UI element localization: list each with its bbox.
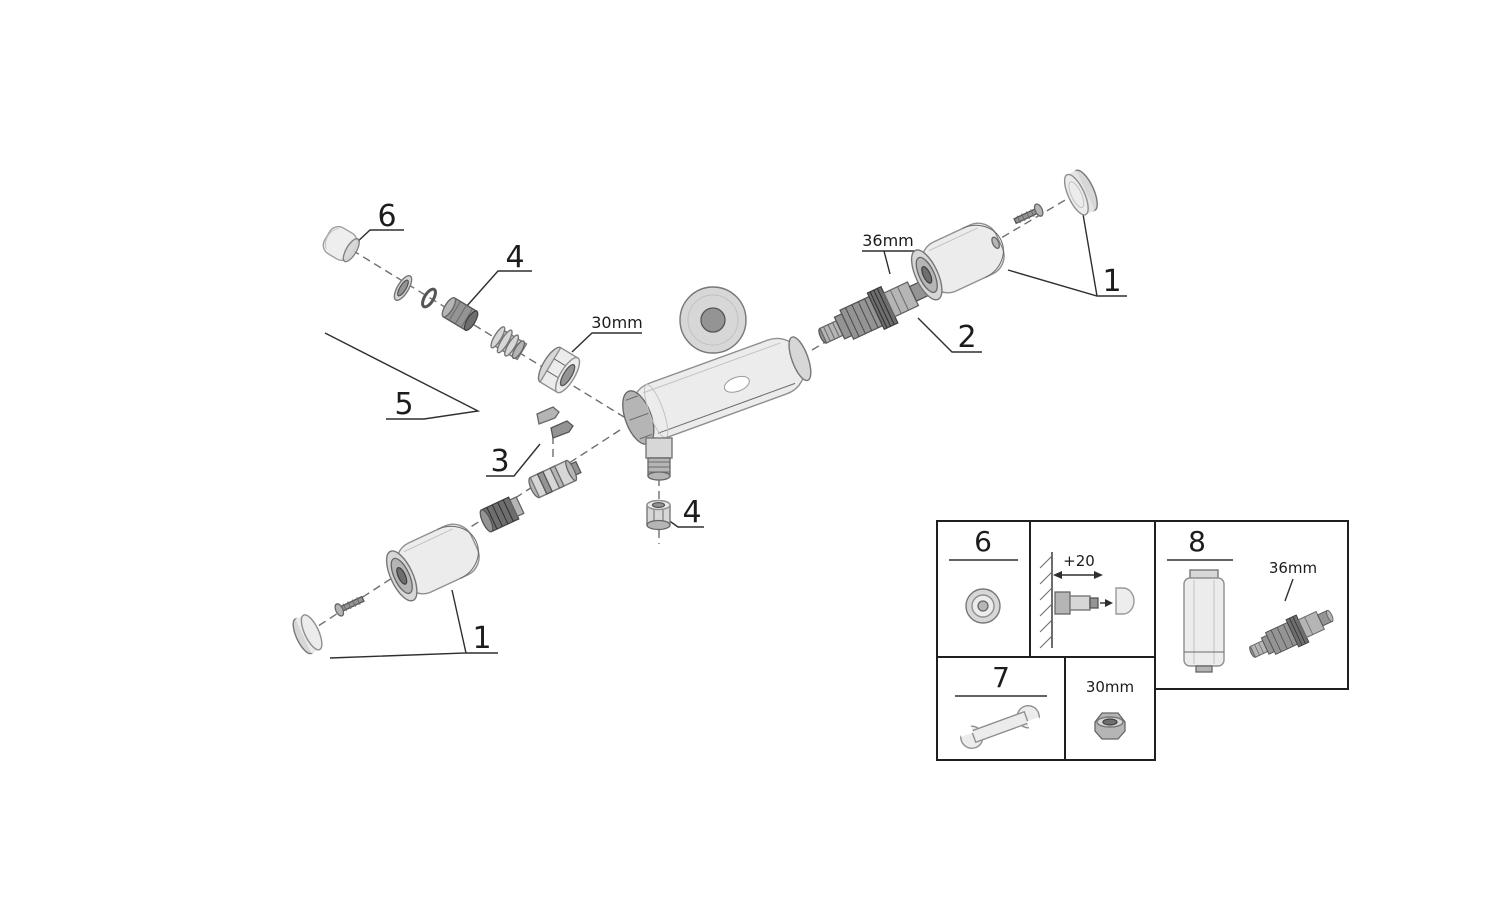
outlet-nipple (645, 437, 673, 481)
o-ring (421, 287, 437, 309)
legend-label-7: 7 (992, 661, 1010, 694)
callout-4-upper: 4 (505, 240, 524, 275)
retainer-clips (536, 406, 574, 439)
legend-label-plus20: +20 (1063, 552, 1095, 570)
mounting-diagram-icon (1039, 552, 1135, 649)
nut-icon (1094, 712, 1126, 740)
legend: 6 8 7 30mm 36mm +20 (936, 520, 1349, 761)
union-nut-30mm (537, 346, 581, 394)
callout-5: 5 (394, 387, 413, 422)
mixer-body (622, 336, 812, 481)
cover-cap (322, 225, 360, 263)
callout-labels: 6 4 30mm 5 3 1 4 36mm 2 1 (377, 199, 1121, 656)
callout-leaders (324, 213, 1127, 659)
wall-flange (679, 286, 747, 354)
legend-panel-nut (1064, 656, 1156, 761)
callout-3: 3 (490, 444, 509, 479)
callout-4-lower: 4 (682, 495, 701, 530)
callout-2: 2 (957, 320, 976, 355)
adapter-nut (646, 499, 671, 531)
legend-label-8: 8 (1188, 525, 1206, 558)
cartridge-icon (1249, 609, 1334, 658)
valve-cartridge (528, 459, 582, 499)
wrench-icon (957, 705, 1043, 749)
handle-screw-left (334, 595, 365, 617)
handle-grip-left (385, 523, 480, 602)
callout-1-upper: 1 (1102, 264, 1121, 299)
callout-6: 6 (377, 199, 396, 234)
extension-icon (1183, 569, 1225, 673)
callout-1-lower: 1 (472, 621, 491, 656)
legend-panel-mounting (1029, 520, 1156, 658)
flow-insert (441, 296, 479, 332)
cap-icon (965, 588, 1001, 624)
handle-grip-right (910, 222, 1005, 301)
check-valve (490, 326, 528, 361)
label-30mm: 30mm (591, 313, 643, 332)
grip-knob (479, 496, 525, 533)
legend-label-30mm: 30mm (1086, 678, 1134, 696)
legend-label-36mm: 36mm (1269, 559, 1317, 577)
escutcheon-cap-right (1063, 169, 1098, 216)
brand-oval-badge (723, 375, 750, 393)
screen-washer (393, 274, 413, 302)
thermostatic-cartridge (818, 279, 931, 344)
escutcheon-cap-left (292, 614, 323, 655)
legend-label-6: 6 (974, 525, 992, 558)
label-36mm: 36mm (862, 231, 914, 250)
handle-screw-right (1013, 203, 1044, 225)
